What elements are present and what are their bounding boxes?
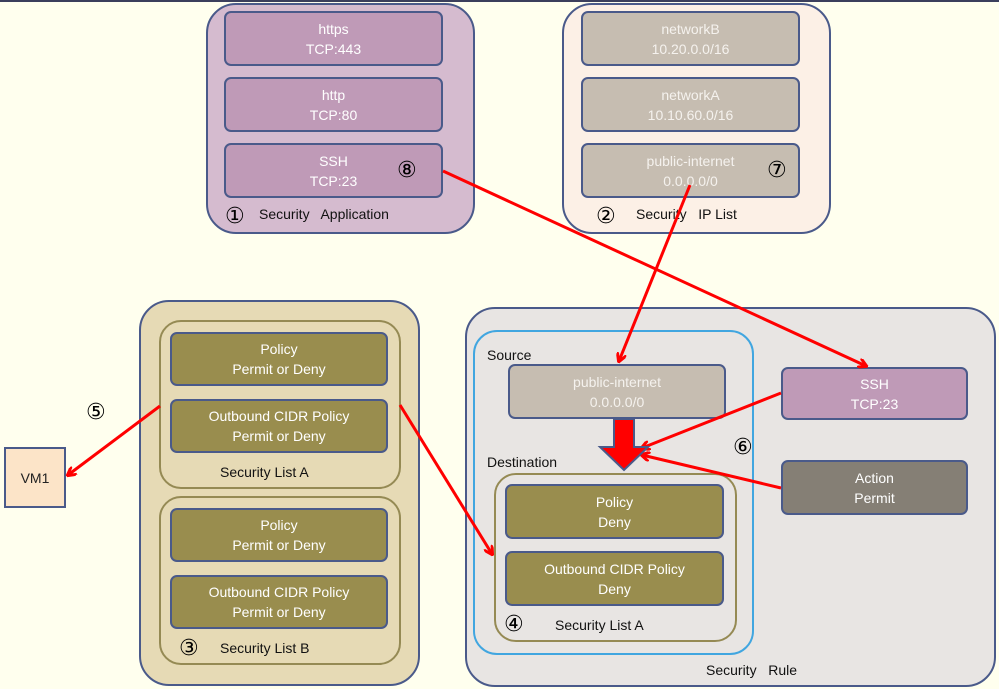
ip-networkA[interactable]: networkA 10.10.60.0/16 bbox=[581, 77, 800, 132]
app-port: TCP:443 bbox=[305, 40, 362, 57]
app-port: TCP:23 bbox=[850, 395, 899, 412]
app-port: TCP:80 bbox=[309, 106, 358, 123]
vm1-box[interactable]: VM1 bbox=[4, 447, 66, 508]
security-rule-title: Security Rule bbox=[706, 662, 798, 678]
app-port: TCP:23 bbox=[309, 172, 358, 189]
policy-value: Deny bbox=[598, 513, 631, 530]
marker-4: ④ bbox=[504, 611, 524, 636]
marker-7: ⑦ bbox=[767, 157, 787, 182]
security-list-a-title: Security List A bbox=[220, 464, 309, 480]
list-a-policy[interactable]: Policy Permit or Deny bbox=[170, 332, 388, 386]
app-name: SSH bbox=[860, 375, 889, 392]
policy-value: Permit or Deny bbox=[232, 537, 326, 553]
list-a-outbound[interactable]: Outbound CIDR Policy Permit or Deny bbox=[170, 399, 388, 453]
ip-name: networkA bbox=[661, 86, 720, 103]
action-value: Permit bbox=[854, 489, 895, 506]
rule-dest-policy[interactable]: Policy Deny bbox=[505, 484, 724, 539]
marker-6: ⑥ bbox=[733, 434, 753, 459]
rule-destination-list-container bbox=[494, 473, 737, 642]
security-list-b-container bbox=[159, 496, 401, 665]
app-http[interactable]: http TCP:80 bbox=[224, 77, 443, 132]
source-label: Source bbox=[487, 347, 532, 363]
policy-title: Policy bbox=[260, 341, 298, 357]
ip-cidr: 0.0.0.0/0 bbox=[589, 393, 645, 410]
ip-cidr: 10.20.0.0/16 bbox=[651, 40, 730, 57]
app-name: https bbox=[318, 20, 349, 37]
top-border bbox=[0, 0, 999, 2]
outbound-title: Outbound CIDR Policy bbox=[544, 560, 685, 577]
outbound-title: Outbound CIDR Policy bbox=[208, 584, 350, 600]
ip-name: networkB bbox=[661, 20, 720, 37]
marker-8: ⑧ bbox=[397, 157, 417, 182]
policy-title: Policy bbox=[260, 517, 298, 533]
rule-application-ssh[interactable]: SSH TCP:23 bbox=[781, 367, 968, 420]
vm1-label: VM1 bbox=[20, 469, 50, 486]
destination-label: Destination bbox=[487, 454, 558, 470]
ip-name: public-internet bbox=[573, 373, 661, 390]
app-https[interactable]: https TCP:443 bbox=[224, 11, 443, 66]
marker-2: ② bbox=[596, 203, 616, 228]
app-name: SSH bbox=[319, 152, 348, 169]
policy-value: Permit or Deny bbox=[232, 361, 326, 377]
marker-3: ③ bbox=[179, 635, 199, 660]
app-name: http bbox=[321, 86, 346, 103]
policy-title: Policy bbox=[595, 493, 634, 510]
rule-source-public-internet[interactable]: public-internet 0.0.0.0/0 bbox=[508, 364, 726, 419]
action-title: Action bbox=[855, 469, 894, 486]
outbound-value: Permit or Deny bbox=[232, 428, 326, 444]
marker-5: ⑤ bbox=[86, 399, 106, 424]
list-b-policy[interactable]: Policy Permit or Deny bbox=[170, 508, 388, 562]
rule-destination-list-title: Security List A bbox=[555, 617, 644, 633]
security-ip-list-title: Security IP List bbox=[636, 206, 737, 222]
rule-action-permit[interactable]: Action Permit bbox=[781, 460, 968, 515]
outbound-value: Permit or Deny bbox=[232, 604, 326, 620]
app-ssh[interactable]: SSH TCP:23 bbox=[224, 143, 443, 198]
security-application-title: Security Application bbox=[259, 206, 389, 222]
list-b-outbound[interactable]: Outbound CIDR Policy Permit or Deny bbox=[170, 575, 388, 629]
security-list-b-title: Security List B bbox=[220, 640, 310, 656]
ip-cidr: 0.0.0.0/0 bbox=[663, 172, 718, 189]
outbound-value: Deny bbox=[598, 580, 631, 597]
outbound-title: Outbound CIDR Policy bbox=[208, 408, 350, 424]
rule-dest-outbound[interactable]: Outbound CIDR Policy Deny bbox=[505, 551, 724, 606]
ip-name: public-internet bbox=[646, 152, 735, 169]
ip-cidr: 10.10.60.0/16 bbox=[647, 106, 734, 123]
marker-1: ① bbox=[225, 203, 245, 228]
ip-networkB[interactable]: networkB 10.20.0.0/16 bbox=[581, 11, 800, 66]
